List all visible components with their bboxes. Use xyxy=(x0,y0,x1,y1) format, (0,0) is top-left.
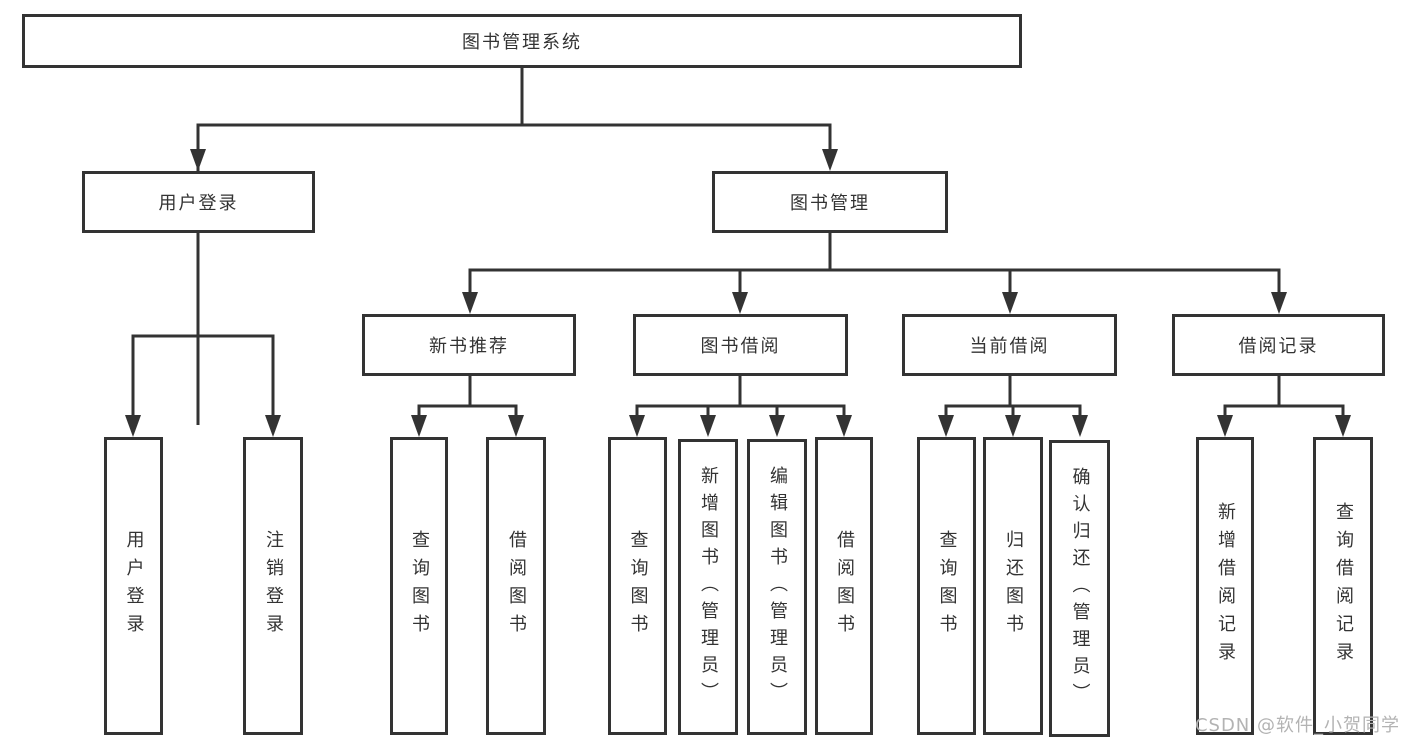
leaf-query-books-borrowing: 查询图书 xyxy=(608,437,667,735)
leaf-borrow-books: 借阅图书 xyxy=(815,437,873,735)
leaf-query-borrow-record: 查询借阅记录 xyxy=(1313,437,1373,735)
leaf-return-books: 归还图书 xyxy=(983,437,1043,735)
node-book-borrowing-label: 图书借阅 xyxy=(700,336,781,357)
leaf-add-borrow-record: 新增借阅记录 xyxy=(1196,437,1254,735)
arrowhead-icons xyxy=(125,149,1351,437)
node-borrowing-records-label: 借阅记录 xyxy=(1238,336,1319,357)
leaf-query-books-recommend: 查询图书 xyxy=(390,437,448,735)
csdn-watermark: CSDN @软件_小贺同学 xyxy=(1194,715,1400,736)
node-borrowing-records: 借阅记录 xyxy=(1172,314,1385,376)
leaf-confirm-return-admin: 确认归还（管理员） xyxy=(1049,440,1110,737)
node-user-login: 用户登录 xyxy=(82,171,315,233)
leaf-add-borrow-record-label: 新增借阅记录 xyxy=(1215,502,1236,670)
leaf-logout-label: 注销登录 xyxy=(263,530,284,642)
leaf-confirm-return-admin-label: 确认归还（管理员） xyxy=(1069,467,1091,710)
node-new-book-recommendation-label: 新书推荐 xyxy=(429,336,509,357)
node-current-borrowing-label: 当前借阅 xyxy=(969,336,1050,357)
leaf-borrow-books-recommend-label: 借阅图书 xyxy=(506,530,527,642)
leaf-edit-book-admin: 编辑图书（管理员） xyxy=(747,439,807,735)
leaf-logout: 注销登录 xyxy=(243,437,303,735)
leaf-add-book-admin-label: 新增图书（管理员） xyxy=(698,465,719,709)
node-new-book-recommendation: 新书推荐 xyxy=(362,314,576,376)
leaf-add-book-admin: 新增图书（管理员） xyxy=(678,439,738,735)
node-current-borrowing: 当前借阅 xyxy=(902,314,1117,376)
node-library-management-system-label: 图书管理系统 xyxy=(462,32,582,53)
leaf-user-login-label: 用户登录 xyxy=(123,530,145,642)
node-book-borrowing: 图书借阅 xyxy=(633,314,848,376)
leaf-user-login: 用户登录 xyxy=(104,437,163,735)
leaf-return-books-label: 归还图书 xyxy=(1003,530,1024,642)
leaf-borrow-books-recommend: 借阅图书 xyxy=(486,437,546,735)
leaf-query-books-current-label: 查询图书 xyxy=(936,530,958,642)
node-book-management-label: 图书管理 xyxy=(790,193,870,214)
node-library-management-system: 图书管理系统 xyxy=(22,14,1022,68)
leaf-query-books-current: 查询图书 xyxy=(917,437,976,735)
leaf-query-borrow-record-label: 查询借阅记录 xyxy=(1333,502,1354,670)
leaf-edit-book-admin-label: 编辑图书（管理员） xyxy=(767,465,788,709)
leaf-borrow-books-label: 借阅图书 xyxy=(834,530,855,642)
node-book-management: 图书管理 xyxy=(712,171,948,233)
node-user-login-label: 用户登录 xyxy=(158,193,239,214)
leaf-query-books-recommend-label: 查询图书 xyxy=(409,530,430,642)
leaf-query-books-borrowing-label: 查询图书 xyxy=(627,530,649,642)
